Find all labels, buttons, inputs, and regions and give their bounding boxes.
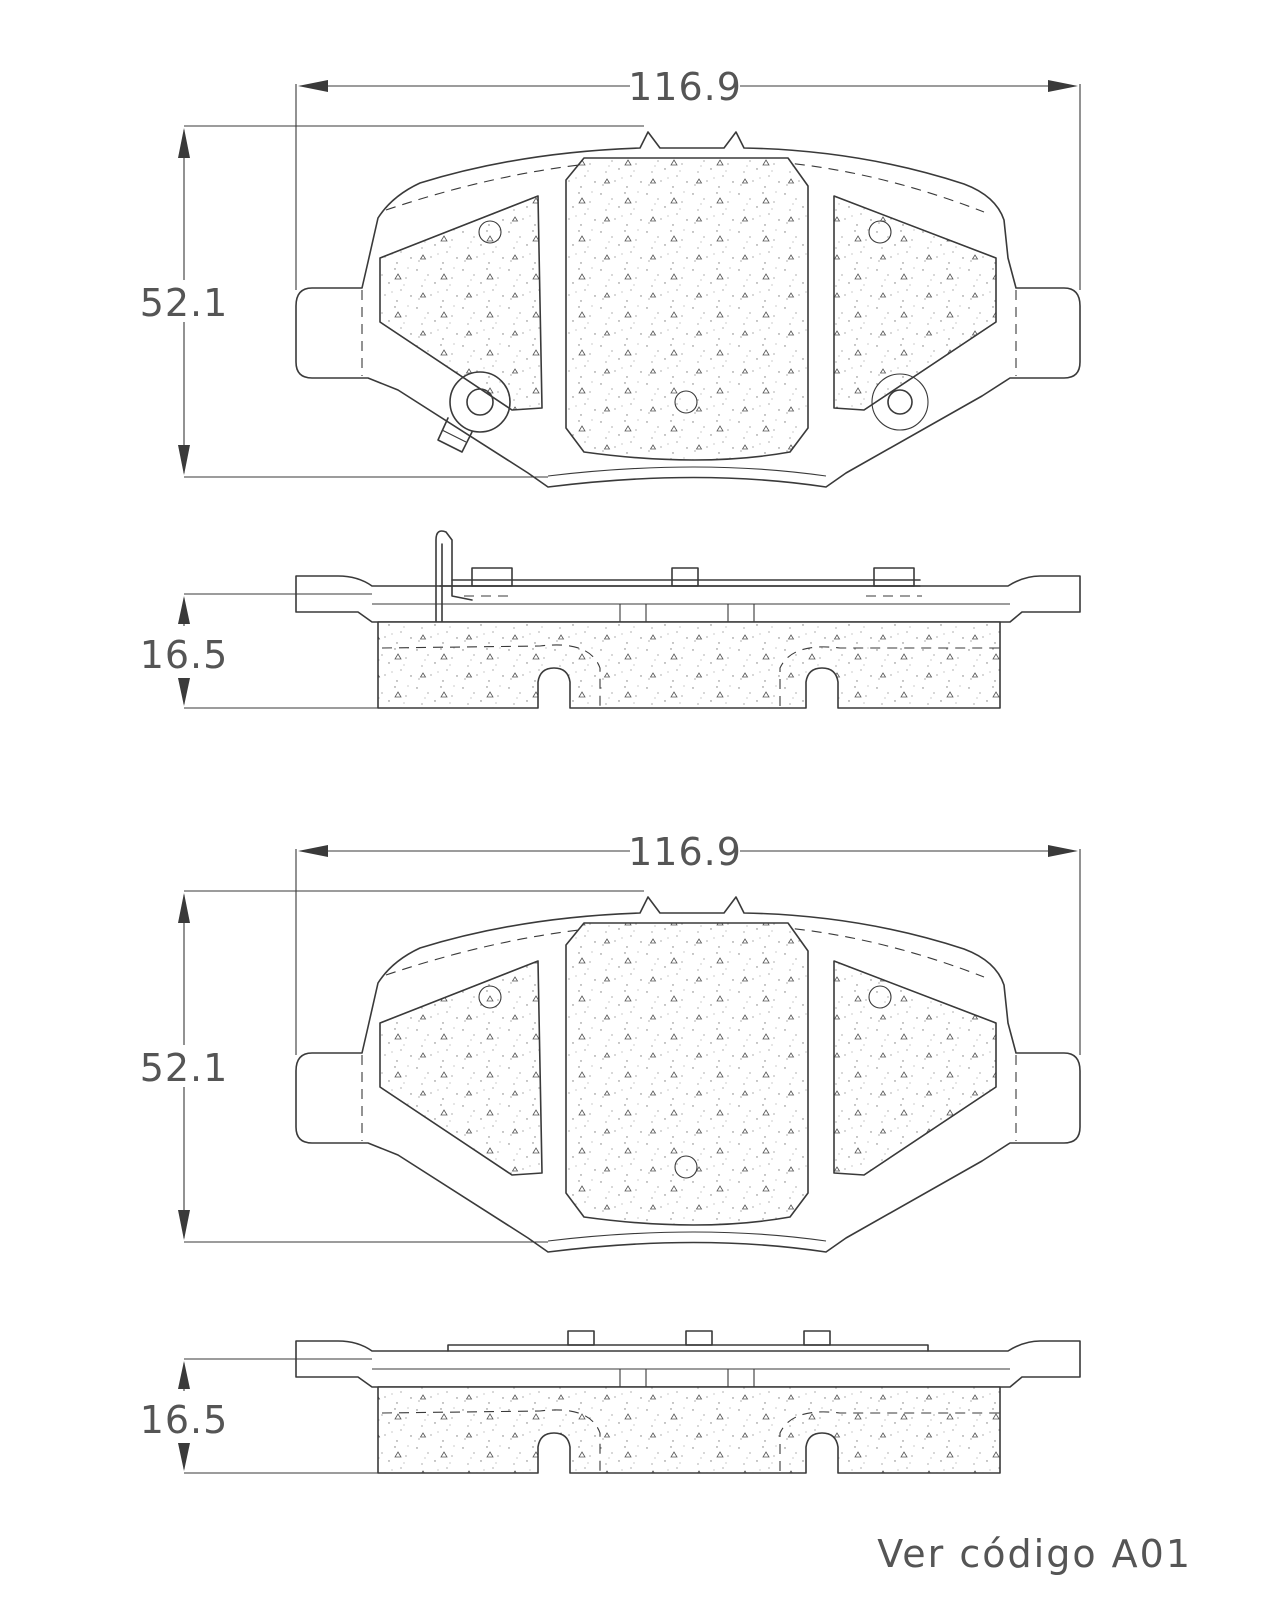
pad2-face-view [295, 896, 1081, 1253]
pad2-height-label: 52.1 [140, 1046, 229, 1090]
pad2-friction-left [379, 960, 543, 1176]
pad1-friction-center [565, 157, 809, 461]
pad1-width-dimension: 116.9 [295, 65, 1081, 290]
pad2-thickness-dimension: 16.5 [140, 1358, 378, 1474]
pad2-hole-icon [478, 985, 502, 1009]
pad1-side-friction [377, 621, 1001, 709]
pad2-width-dimension: 116.9 [295, 830, 1081, 1055]
pad2-width-label: 116.9 [628, 830, 742, 874]
pad2-hole-icon [674, 1155, 698, 1179]
pad2-thickness-label: 16.5 [140, 1398, 229, 1442]
pad1-width-label: 116.9 [628, 65, 742, 109]
pad1-backing-plate [295, 131, 1081, 488]
pad2-height-dimension: 52.1 [140, 890, 644, 1243]
pad2-side-view [295, 1330, 1081, 1474]
pad1-clip-icon [871, 373, 929, 431]
reference-note: Ver código A01 [877, 1532, 1192, 1576]
pad1-hole-icon [674, 390, 698, 414]
pad1-height-label: 52.1 [140, 281, 229, 325]
pad2-backing-plate [295, 896, 1081, 1253]
pad1-thickness-label: 16.5 [140, 633, 229, 677]
pad1-height-dimension: 52.1 [140, 125, 644, 478]
pad2-friction-center [565, 922, 809, 1226]
pad1-hole-icon [478, 220, 502, 244]
pad2-hole-icon [868, 985, 892, 1009]
pad1-face-view [295, 131, 1081, 488]
pad1-thickness-dimension: 16.5 [140, 593, 378, 709]
pad2-friction-right [833, 960, 997, 1176]
pad1-side-view [295, 530, 1081, 709]
pad1-wear-sensor-clip-icon [437, 371, 511, 453]
pad1-hole-icon [868, 220, 892, 244]
pad2-side-friction [377, 1386, 1001, 1474]
